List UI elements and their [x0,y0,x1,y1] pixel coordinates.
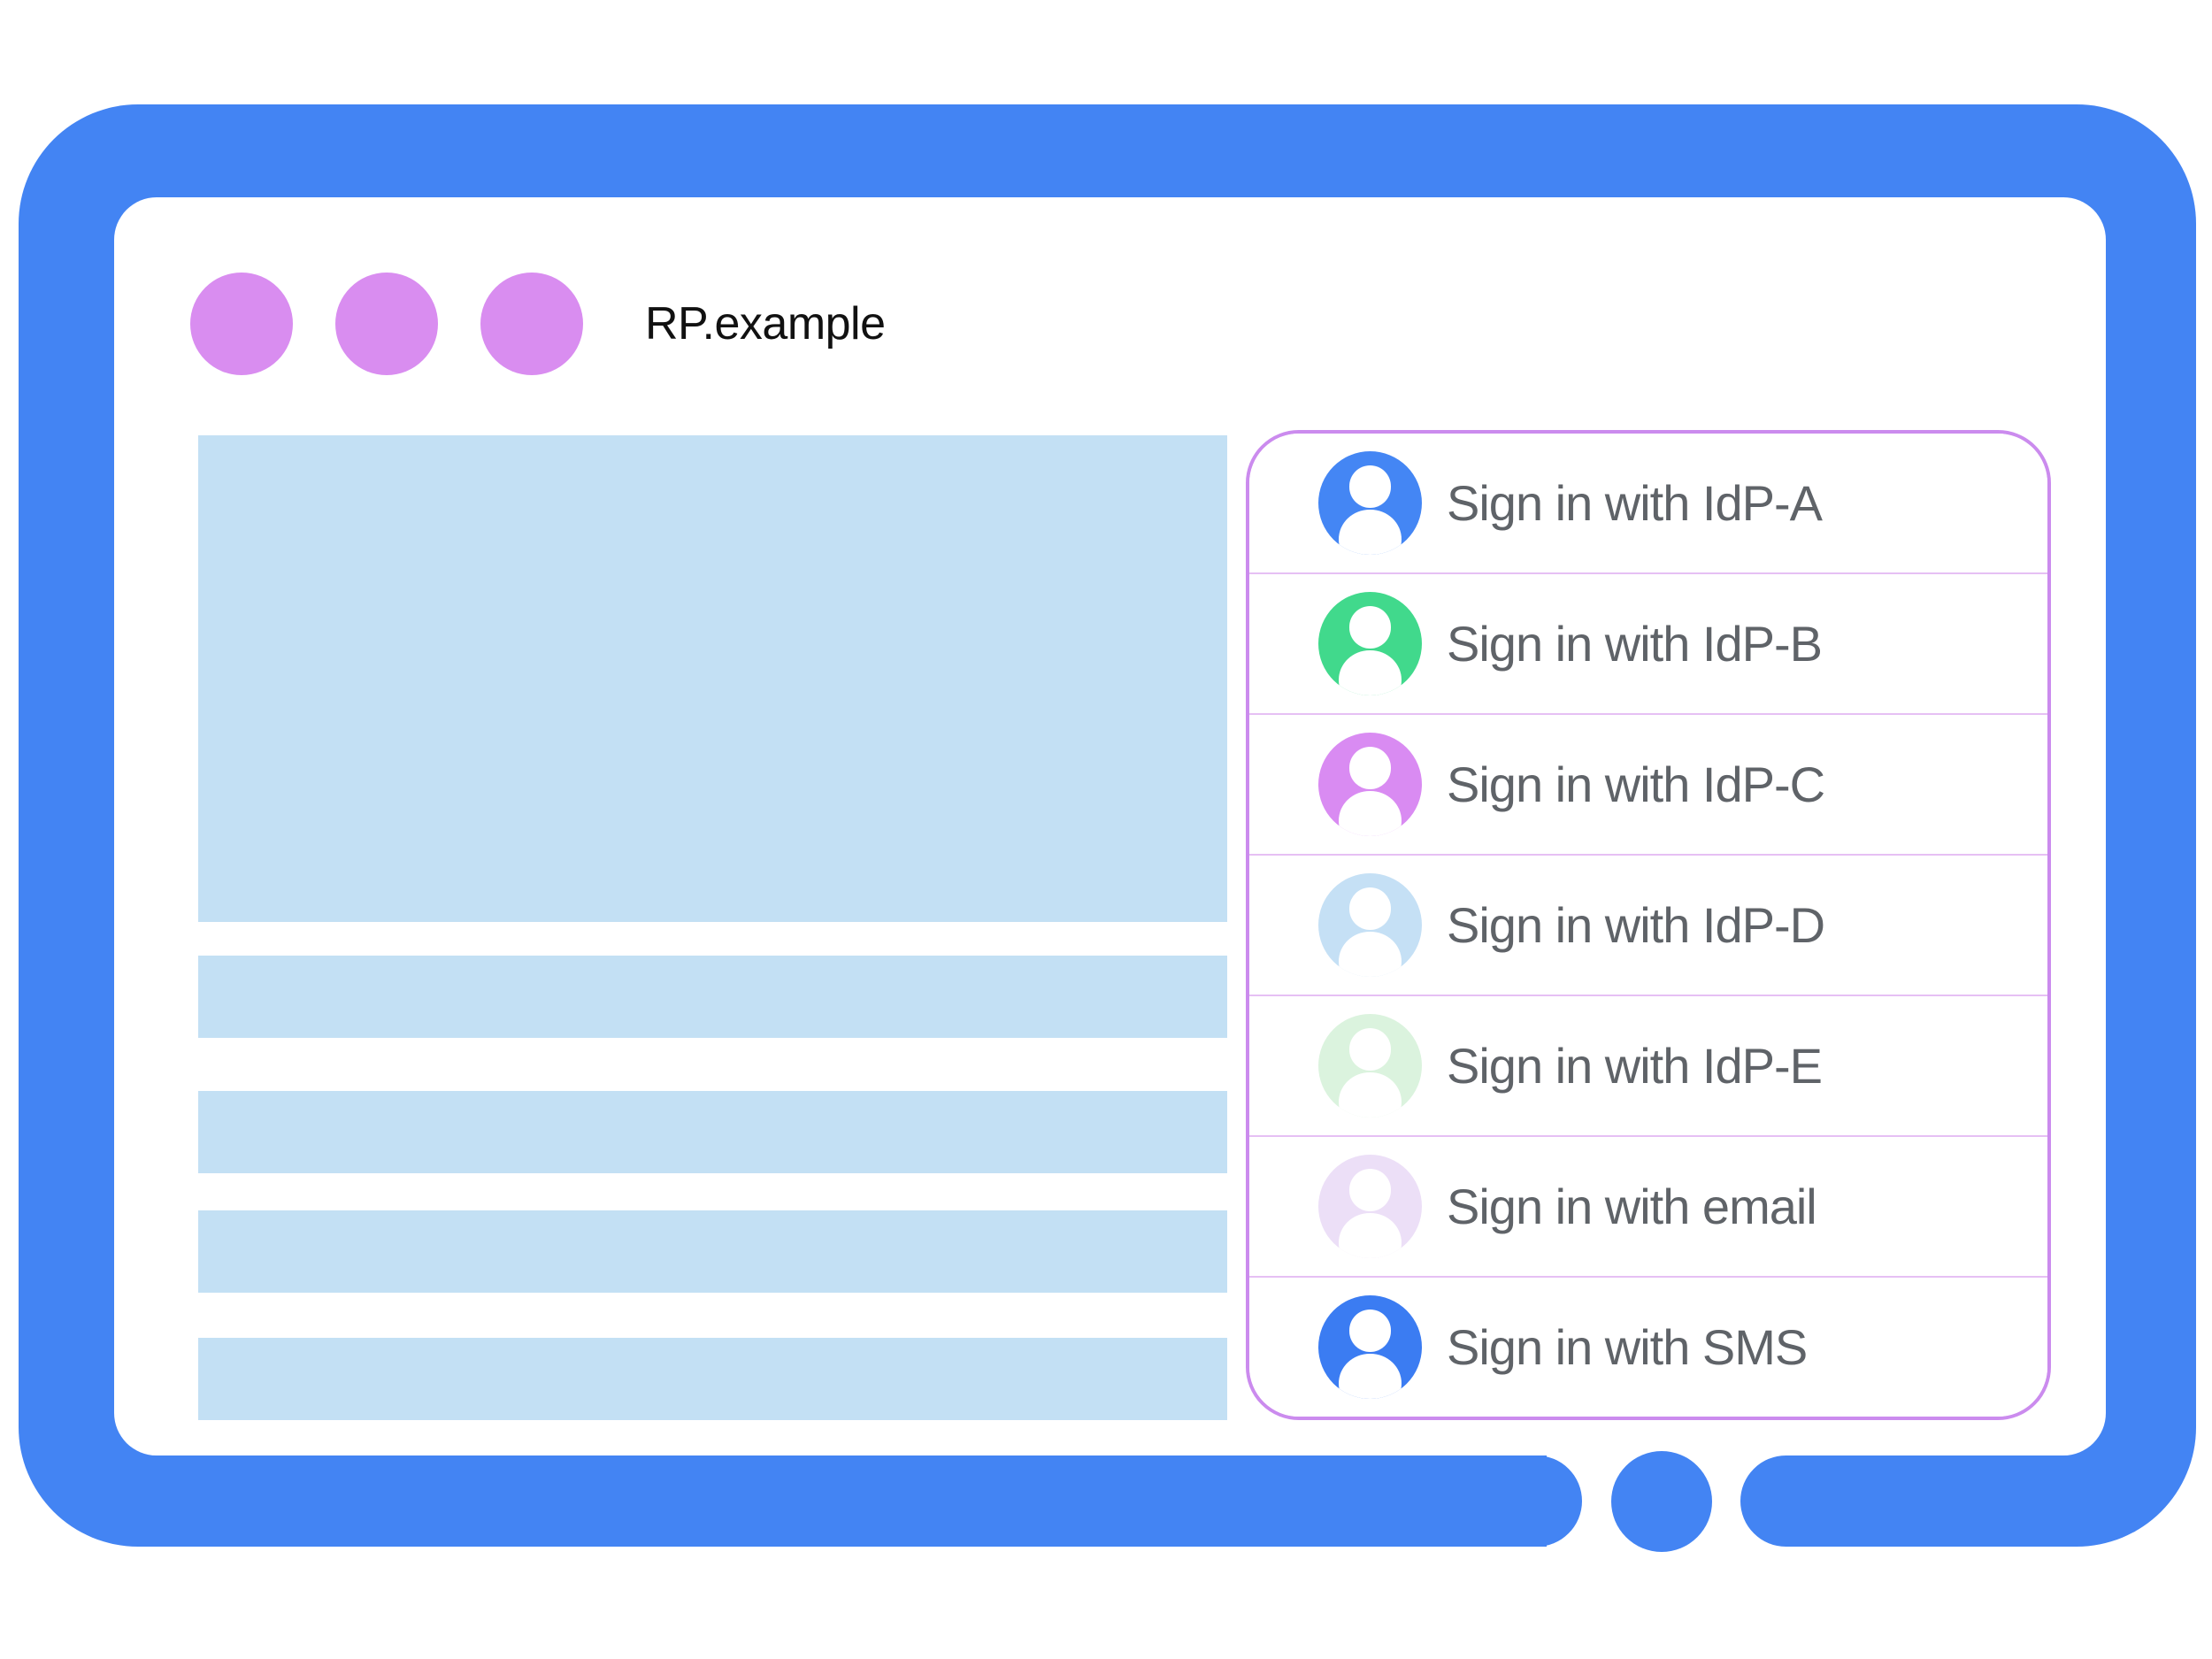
user-avatar-icon [1318,451,1422,555]
text-line-placeholder [198,1210,1227,1293]
text-line-placeholder [198,1338,1227,1420]
signin-option-label: Sign in with IdP-D [1447,897,1825,953]
signin-option[interactable]: Sign in with email [1249,1137,2047,1278]
window-control-dot [190,272,293,375]
browser-screen: RP.example Sign in with IdP-A Sign in wi… [114,197,2106,1455]
text-line-placeholder [198,956,1227,1038]
user-avatar-icon [1318,733,1422,836]
signin-option-label: Sign in with IdP-E [1447,1038,1823,1094]
text-line-placeholder [198,1091,1227,1173]
bezel-cap-left [1495,1455,1582,1547]
home-button[interactable] [1611,1451,1712,1552]
site-title: RP.example [645,297,886,349]
window-control-dots [190,272,626,375]
signin-panel: Sign in with IdP-A Sign in with IdP-B Si… [1246,430,2051,1420]
user-avatar-icon [1318,592,1422,695]
signin-option[interactable]: Sign in with SMS [1249,1278,2047,1417]
user-avatar-icon [1318,1014,1422,1118]
signin-option-label: Sign in with SMS [1447,1319,1808,1375]
signin-option[interactable]: Sign in with IdP-A [1249,434,2047,574]
signin-option[interactable]: Sign in with IdP-C [1249,715,2047,856]
hero-content-placeholder [198,435,1227,922]
signin-option-label: Sign in with email [1447,1179,1817,1234]
signin-option-label: Sign in with IdP-B [1447,616,1823,672]
signin-option[interactable]: Sign in with IdP-E [1249,996,2047,1137]
browser-frame: RP.example Sign in with IdP-A Sign in wi… [19,104,2196,1547]
user-avatar-icon [1318,1295,1422,1399]
signin-option[interactable]: Sign in with IdP-B [1249,574,2047,715]
signin-option[interactable]: Sign in with IdP-D [1249,856,2047,996]
signin-option-label: Sign in with IdP-A [1447,475,1823,531]
bezel-cap-right [1740,1455,1827,1547]
window-control-dot [335,272,438,375]
browser-header: RP.example [190,272,886,375]
signin-option-label: Sign in with IdP-C [1447,757,1825,812]
window-control-dot [480,272,583,375]
user-avatar-icon [1318,873,1422,977]
user-avatar-icon [1318,1155,1422,1258]
